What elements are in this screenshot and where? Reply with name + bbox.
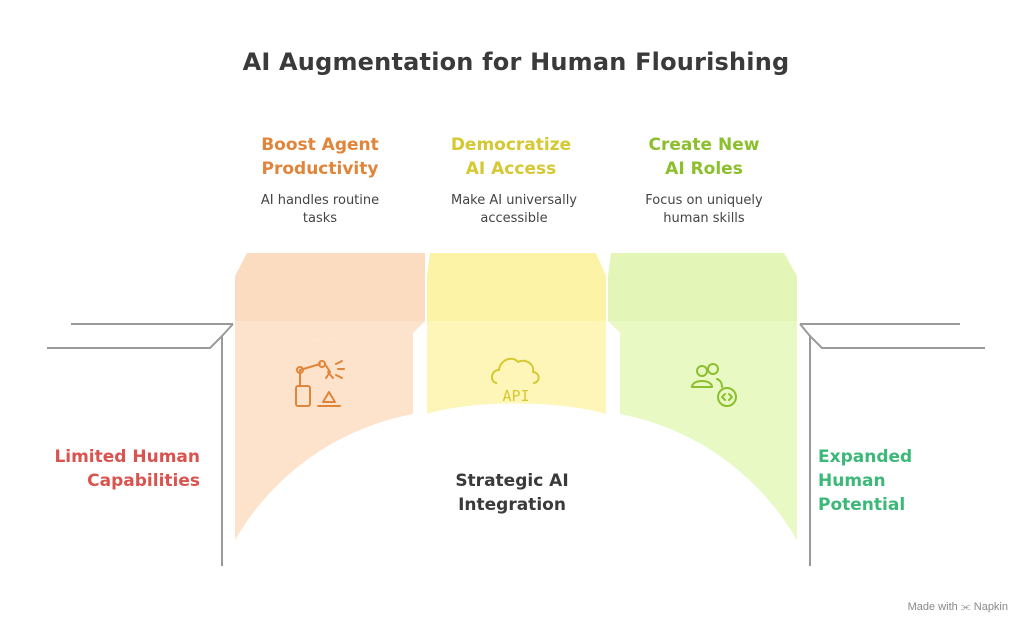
right-pillar-line	[809, 333, 985, 566]
robot-arm-icon	[295, 360, 345, 407]
left-pillar-line	[47, 333, 223, 566]
desc-line: Focus on uniquely	[645, 193, 763, 208]
left-label: Limited Human Capabilities	[54, 445, 200, 493]
center-label-line: Strategic AI	[455, 471, 569, 491]
users-code-icon	[691, 363, 737, 407]
column-heading-access: Democratize AI Access	[411, 133, 611, 181]
heading-line: Boost Agent	[261, 135, 379, 155]
column-heading-productivity: Boost Agent Productivity	[220, 133, 420, 181]
column-block-access	[427, 253, 606, 414]
desc-line: AI handles routine	[260, 193, 380, 208]
center-label-line: Integration	[458, 495, 566, 515]
desc-line: Make AI universally	[450, 193, 578, 208]
heading-line: Democratize	[450, 135, 572, 155]
right-label: Expanded Human Potential	[818, 445, 912, 517]
column-heading-roles: Create New AI Roles	[604, 133, 804, 181]
desc-line: accessible	[480, 211, 548, 226]
right-label-line: Potential	[818, 495, 906, 515]
column-block-roles	[608, 253, 797, 540]
desc-line: tasks	[302, 211, 338, 226]
page-title: AI Augmentation for Human Flourishing	[242, 48, 790, 76]
right-label-line: Expanded	[818, 447, 913, 467]
left-label-line: Limited Human	[54, 447, 200, 467]
heading-line: AI Roles	[665, 159, 743, 179]
column-desc-roles: Focus on uniquely human skills	[604, 192, 804, 228]
right-label-line: Human	[818, 471, 886, 491]
heading-line: Productivity	[261, 159, 379, 179]
desc-line: human skills	[663, 211, 745, 226]
column-desc-productivity: AI handles routine tasks	[220, 192, 420, 228]
api-icon-text: API	[502, 387, 529, 405]
heading-line: Create New	[648, 135, 760, 155]
center-label: Strategic AI Integration	[402, 469, 622, 517]
cloud-api-icon	[491, 357, 540, 384]
column-desc-access: Make AI universally accessible	[414, 192, 614, 228]
left-corner-bevel	[221, 323, 234, 337]
column-block-productivity	[235, 253, 425, 540]
napkin-footer[interactable]: Made with ⫘ Napkin	[907, 601, 1008, 613]
heading-line: AI Access	[465, 159, 557, 179]
right-corner-bevel	[799, 323, 811, 337]
left-label-line: Capabilities	[87, 471, 200, 491]
